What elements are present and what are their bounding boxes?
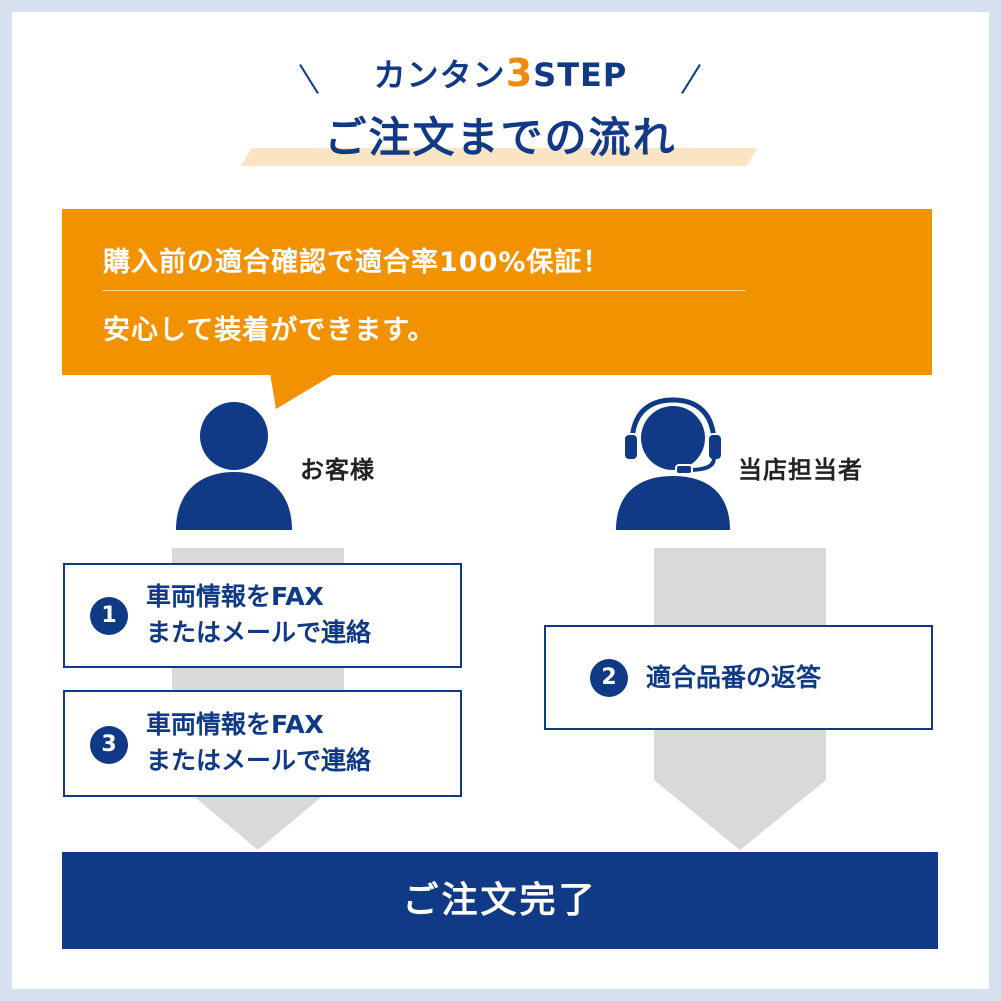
page-title: ご注文までの流れ bbox=[324, 113, 677, 162]
banner-subline: 安心して装着ができます。 bbox=[103, 315, 436, 346]
order-complete-bar bbox=[62, 852, 938, 949]
staff-label: 当店担当者 bbox=[738, 456, 863, 484]
banner-headline: 購入前の適合確認で適合率100%保証！ bbox=[103, 247, 611, 278]
step-3-box bbox=[63, 690, 462, 797]
step-1-number-badge: 1 bbox=[90, 597, 128, 635]
user-icon bbox=[176, 402, 292, 530]
step-3-number-badge: 3 bbox=[90, 726, 128, 764]
banner-divider bbox=[103, 290, 745, 291]
step-2-line-1: 適合品番の返答 bbox=[646, 663, 822, 692]
step-1-line-2: またはメールで連絡 bbox=[146, 618, 372, 647]
customer-label: お客様 bbox=[300, 456, 375, 484]
order-complete-label: ご注文完了 bbox=[402, 880, 598, 921]
step-1-box bbox=[63, 563, 462, 668]
guarantee-banner bbox=[62, 209, 932, 375]
step-3-line-1: 車両情報をFAX bbox=[146, 710, 324, 739]
sub-heading: カンタン3STEP bbox=[0, 50, 1001, 96]
step-2-number-badge: 2 bbox=[590, 659, 628, 697]
headset-operator-icon bbox=[616, 397, 730, 530]
banner-pointer bbox=[270, 373, 336, 409]
sub-heading-suffix: STEP bbox=[533, 56, 628, 94]
page-canvas bbox=[12, 12, 989, 989]
sub-heading-prefix: カンタン bbox=[373, 56, 506, 94]
step-1-line-1: 車両情報をFAX bbox=[146, 582, 324, 611]
step-3-line-2: またはメールで連絡 bbox=[146, 746, 372, 775]
step-count-number: 3 bbox=[505, 51, 534, 95]
